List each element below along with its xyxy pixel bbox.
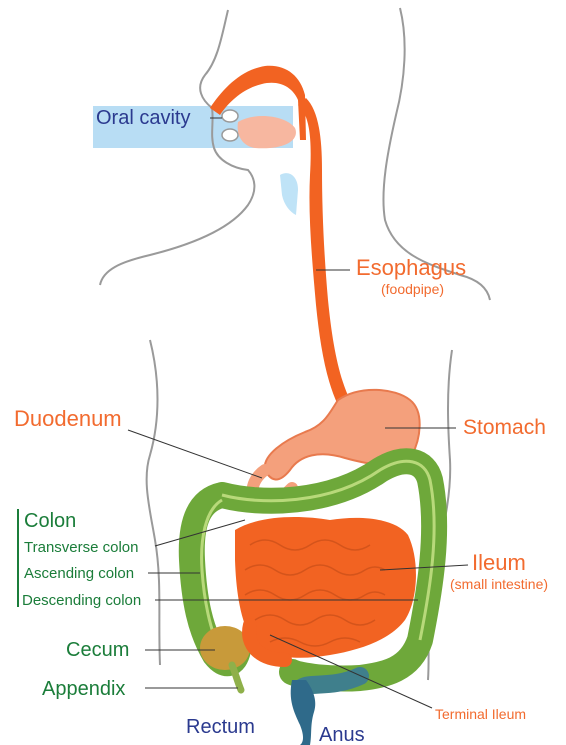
upper-teeth: [222, 110, 238, 122]
cecum-label: Cecum: [66, 639, 129, 661]
rectum-label: Rectum: [186, 716, 255, 738]
descending-colon-label: Descending colon: [22, 592, 141, 609]
duodenum-leader: [128, 430, 262, 478]
rectum: [291, 680, 316, 745]
terminal-ileum-label: Terminal Ileum: [435, 706, 526, 722]
ileum-sublabel: (small intestine): [450, 576, 548, 592]
duodenum-label: Duodenum: [14, 406, 122, 431]
stomach-label: Stomach: [463, 416, 546, 439]
ileum-label: Ileum: [472, 550, 526, 575]
colon-label: Colon: [24, 510, 76, 532]
oral-cavity-label: Oral cavity: [96, 107, 190, 129]
torso-left-outline: [147, 340, 160, 665]
appendix-label: Appendix: [42, 678, 125, 700]
anus-label: Anus: [319, 724, 365, 745]
esophagus-label: Esophagus: [356, 255, 466, 280]
ascending-colon-label: Ascending colon: [24, 565, 134, 582]
small-intestine: [235, 517, 416, 658]
transverse-colon-label: Transverse colon: [24, 539, 139, 556]
pharynx: [280, 173, 298, 215]
esophagus: [298, 98, 350, 405]
lower-teeth: [222, 129, 238, 141]
esophagus-sublabel: (foodpipe): [381, 281, 444, 297]
